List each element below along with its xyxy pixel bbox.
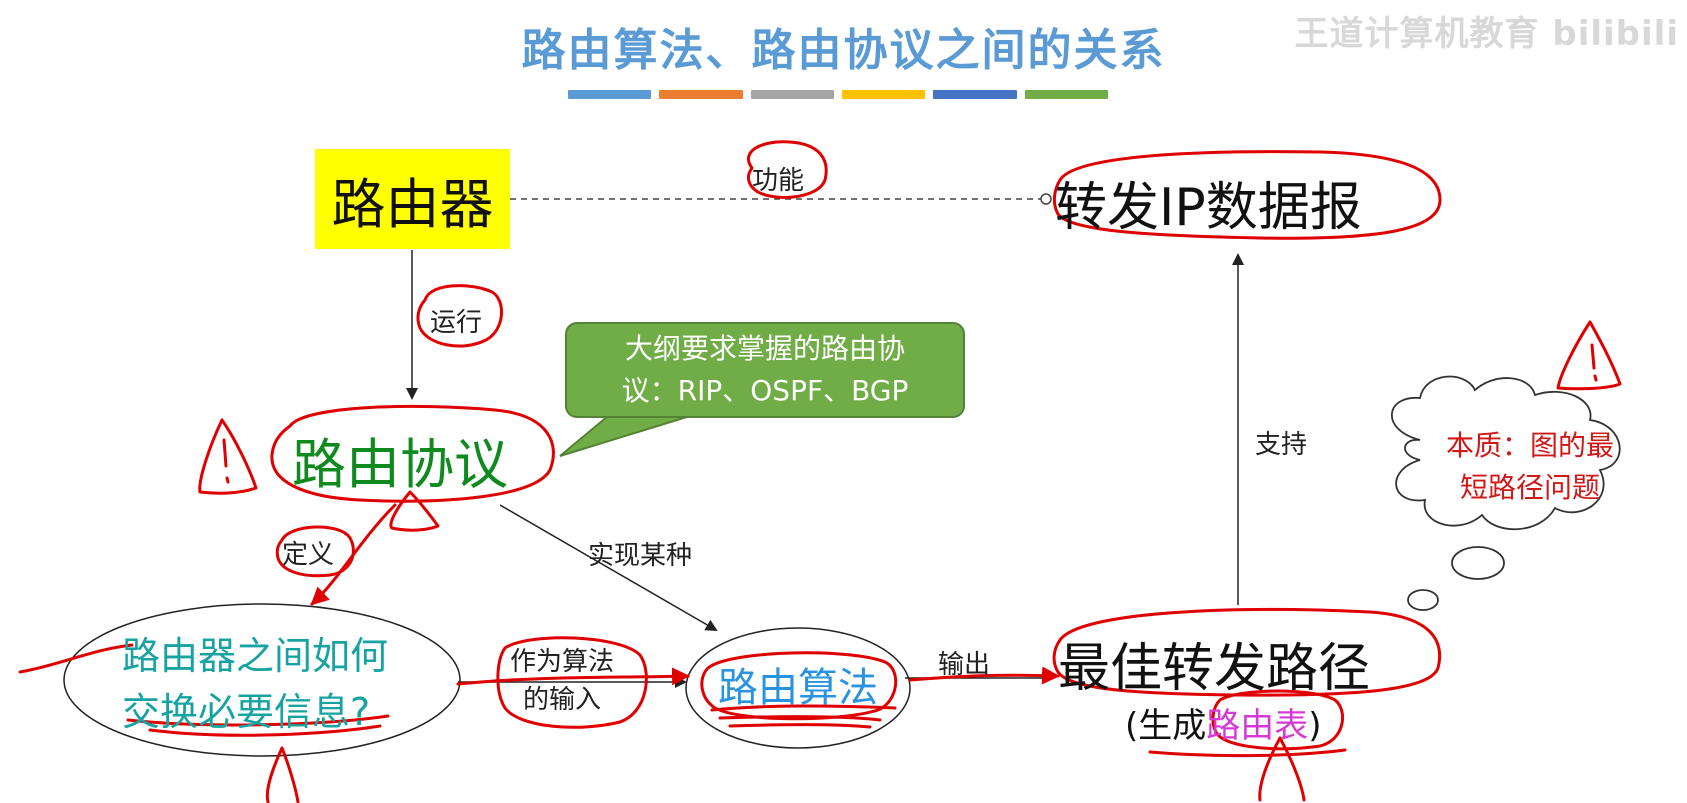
- color-bar-5: [933, 90, 1017, 99]
- routing-table-open: (生成: [1125, 706, 1207, 746]
- underline-exchange: [126, 714, 390, 737]
- color-bar-4: [841, 90, 926, 99]
- arrow-output: [908, 666, 1060, 685]
- edge-label-as-input-line-1: 作为算法: [510, 647, 615, 677]
- algorithm-ellipse: [685, 627, 911, 749]
- warning-right: [1556, 320, 1622, 391]
- watermark: 王道计算机教育 bilibili: [1294, 14, 1679, 54]
- router-node: 路由器: [315, 149, 510, 249]
- circle-protocol-node: [270, 404, 555, 503]
- callout-line-2-prefix: 议：: [621, 374, 678, 407]
- exchange-info-line-2: 交换必要信息?: [122, 690, 371, 734]
- circle-table-highlight: [1211, 689, 1344, 751]
- callout-box: 大纲要求掌握的路由协 议：RIP、OSPF、BGP: [565, 322, 965, 418]
- page-title: 路由算法、路由协议之间的关系: [521, 25, 1166, 76]
- edge-label-run: 运行: [430, 308, 483, 338]
- color-bar-3: [750, 90, 834, 99]
- circle-input-label: [496, 636, 648, 729]
- exchange-ellipse: [63, 603, 461, 757]
- callout-separator-1: 、: [722, 374, 751, 407]
- callout-protocol-rip: RIP: [677, 374, 723, 407]
- callout-separator-2: 、: [823, 374, 852, 407]
- edge-label-define: 定义: [282, 540, 335, 570]
- edge-function-endpoint: [1040, 193, 1052, 205]
- underline-table: [1148, 748, 1347, 758]
- thought-cloud-line-1: 本质：图的最: [1445, 429, 1614, 462]
- exchange-info-line-1: 路由器之间如何: [122, 634, 389, 678]
- edge-label-as-input-line-2: 的输入: [523, 685, 602, 715]
- underline-algorithm: [710, 704, 897, 729]
- triangle-table: [1258, 736, 1306, 802]
- routing-table-note: (生成路由表): [1125, 698, 1322, 747]
- arrow-define: [310, 503, 397, 606]
- triangle-protocol: [389, 490, 440, 532]
- edge-label-function: 功能: [752, 166, 805, 196]
- color-bar-6: [1024, 90, 1108, 99]
- warning-left-mark: [222, 438, 230, 484]
- triangle-exchange: [265, 746, 300, 803]
- edge-label-implement: 实现某种: [588, 541, 693, 571]
- circle-forward-node: [1052, 150, 1442, 240]
- callout-protocol-ospf: OSPF: [750, 374, 824, 407]
- thought-cloud-line-2: 短路径问题: [1459, 471, 1600, 504]
- edge-label-support: 支持: [1255, 430, 1308, 460]
- warning-left: [198, 418, 258, 495]
- circle-best-node: [1052, 608, 1441, 697]
- routing-algorithm-node: 路由算法: [718, 665, 878, 711]
- callout-pointer: [559, 415, 691, 457]
- arrow-input: [456, 667, 690, 686]
- circle-define-label: [275, 525, 355, 578]
- exchange-info-node: 路由器之间如何 交换必要信息?: [122, 628, 388, 740]
- forward-ip-node: 转发IP数据报: [1055, 178, 1362, 238]
- routing-protocol-node: 路由协议: [292, 433, 508, 496]
- best-path-node: 最佳转发路径: [1058, 639, 1371, 699]
- thought-cloud: [1391, 375, 1621, 611]
- edge-label-output: 输出: [938, 650, 991, 680]
- edge-label-as-input: 作为算法 的输入: [510, 643, 614, 719]
- routing-table-close: ): [1308, 706, 1322, 746]
- color-bar-2: [659, 90, 743, 99]
- circle-algorithm-text: [700, 651, 898, 721]
- callout-protocol-bgp: BGP: [851, 374, 909, 407]
- warning-right-mark: [1590, 343, 1598, 382]
- callout-line-2: 议：RIP、OSPF、BGP: [581, 370, 949, 412]
- circle-run-label: [416, 284, 504, 348]
- title-color-bars: [568, 90, 1108, 100]
- color-bar-1: [568, 90, 652, 99]
- callout-line-1: 大纲要求掌握的路由协: [624, 332, 905, 365]
- circle-function-label: [746, 140, 828, 199]
- routing-table-highlight: 路由表: [1206, 706, 1309, 746]
- thought-cloud-text: 本质：图的最 短路径问题: [1420, 425, 1640, 509]
- arrow-exchange-left: [18, 643, 134, 674]
- edge-implement-line: [499, 504, 718, 632]
